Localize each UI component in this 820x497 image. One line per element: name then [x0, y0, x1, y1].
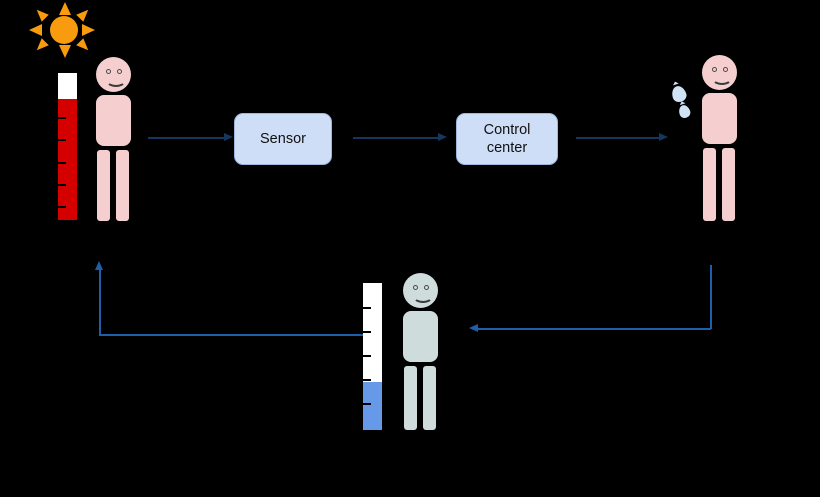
sun-ray [82, 24, 95, 36]
person-leg-left [97, 150, 110, 221]
sensor-box-label: Sensor [260, 131, 306, 147]
feedback-line-left-vertical [99, 270, 101, 335]
thermometer-tick [58, 139, 66, 141]
person-head [702, 55, 737, 90]
person-torso [702, 93, 737, 144]
thermometer-tick [363, 331, 371, 333]
thermometer-fluid-red [58, 99, 77, 220]
sun-ray [29, 24, 42, 36]
connector-sensor-to-control-center [353, 137, 440, 139]
thermometer-tick [363, 355, 371, 357]
person-leg-right [722, 148, 735, 221]
feedback-line-left-horizontal [99, 334, 363, 336]
sun-ray [59, 45, 71, 58]
feedback-line-right-vertical [710, 265, 712, 329]
thermometer-tick [58, 206, 66, 208]
thermometer-tick [363, 307, 371, 309]
cooled-person-figure [400, 273, 450, 431]
thermometer-tick [58, 162, 66, 164]
control-center-label-line1: Control [483, 122, 531, 138]
arrowhead-right [224, 133, 233, 141]
person-torso [96, 95, 131, 146]
person-head [403, 273, 438, 308]
person-eye [712, 67, 717, 72]
feedback-line-right-horizontal [477, 328, 711, 330]
thermometer-fluid-blue [363, 381, 382, 430]
thermometer-tick [363, 403, 371, 405]
connector-control-center-to-effector [576, 137, 661, 139]
thermometer-tick [58, 184, 66, 186]
sun-ray [59, 2, 71, 15]
control-center-label-line2: center [486, 140, 528, 156]
person-eye [106, 69, 111, 74]
thermometer-tick [58, 117, 66, 119]
sun-icon [28, 2, 96, 58]
arrowhead-right [659, 133, 668, 141]
arrowhead-left [469, 324, 478, 332]
sun-ray [76, 38, 92, 54]
person-eye [723, 67, 728, 72]
person-eye [413, 285, 418, 290]
person-leg-right [423, 366, 436, 430]
person-eye [424, 285, 429, 290]
sensor-box[interactable]: Sensor [234, 113, 332, 165]
sun-ray [33, 38, 49, 54]
person-mouth [106, 74, 126, 87]
person-leg-left [703, 148, 716, 221]
connector-person-to-sensor [148, 137, 226, 139]
person-leg-right [116, 150, 129, 221]
person-eye [117, 69, 122, 74]
sun-core [50, 16, 78, 44]
person-head [96, 57, 131, 92]
person-leg-left [404, 366, 417, 430]
thermometer-hot [58, 73, 77, 220]
arrowhead-up [95, 261, 103, 270]
person-mouth [712, 72, 732, 85]
sun-ray [76, 6, 92, 22]
overheated-person-figure [92, 57, 148, 222]
sweating-person-figure [689, 55, 749, 223]
sun-ray [33, 6, 49, 22]
person-mouth [413, 290, 433, 303]
arrowhead-right [438, 133, 447, 141]
thermometer-tick [363, 379, 371, 381]
thermometer-cool [363, 283, 382, 430]
control-center-box[interactable]: Control center [456, 113, 558, 165]
person-torso [403, 311, 438, 362]
